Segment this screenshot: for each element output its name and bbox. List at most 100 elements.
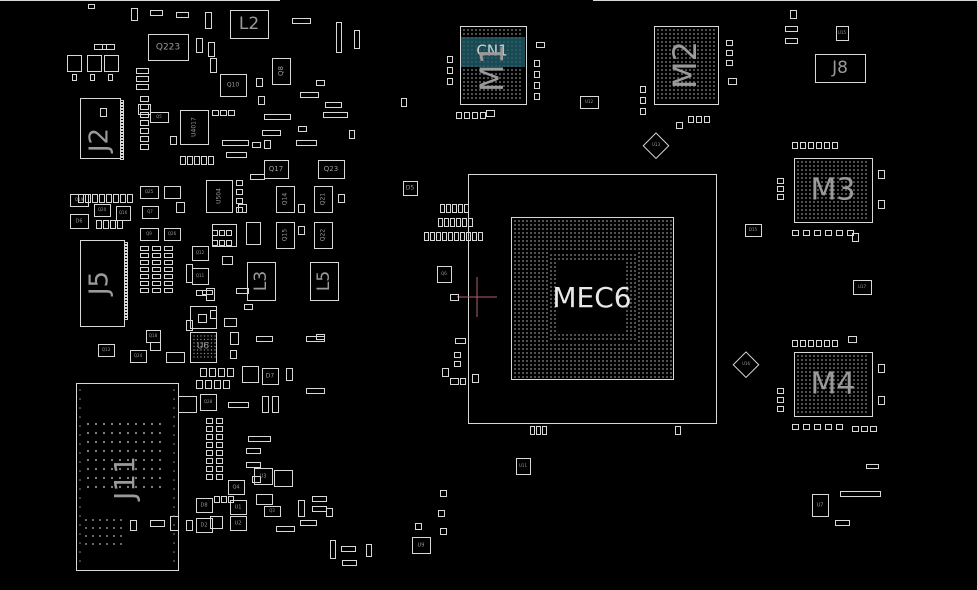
pad-outline (534, 71, 540, 78)
mec6-ball (546, 344, 548, 346)
mec6-ball (646, 292, 648, 294)
j11-pin (99, 519, 101, 521)
mec6-inner-ball (618, 338, 620, 340)
memory-ball (841, 205, 843, 207)
mec6-ball (518, 368, 520, 370)
mec6-ball (546, 272, 548, 274)
mec6-ball (618, 376, 620, 378)
mec6-inner-ball (562, 258, 564, 260)
mec6-inner-ball (598, 338, 600, 340)
memory-ball (801, 395, 803, 397)
mec6-ball (526, 272, 528, 274)
mec6-ball (514, 264, 516, 266)
memory-ball (845, 411, 847, 413)
mec6-ball (662, 240, 664, 242)
j11-pin (110, 476, 114, 480)
memory-ball (499, 97, 501, 99)
memory-ball (829, 359, 831, 361)
memory-ball (713, 77, 715, 79)
memory-ball (689, 85, 691, 87)
mec6-ball (658, 248, 660, 250)
memory-ball (853, 181, 855, 183)
mec6-ball (654, 368, 656, 370)
mec6-ball (566, 220, 568, 222)
pad-outline (415, 523, 422, 530)
j11-pin (102, 431, 106, 435)
mec6-inner-ball (618, 254, 620, 256)
mec6-ball (602, 368, 604, 370)
mec6-ball (598, 220, 600, 222)
mec6-inner-ball (590, 254, 592, 256)
memory-ball (519, 73, 521, 75)
memory-ball (841, 197, 843, 199)
mec6-ball (526, 224, 528, 226)
mec6-ball (618, 236, 620, 238)
memory-ball (673, 97, 675, 99)
memory-ball (825, 379, 827, 381)
mec6-ball (654, 224, 656, 226)
j11-edge-pin (79, 398, 81, 400)
memory-ball (857, 395, 859, 397)
memory-ball (849, 197, 851, 199)
memory-ball (857, 193, 859, 195)
part-outline (98, 344, 115, 357)
memory-ball (837, 379, 839, 381)
pad-outline (78, 194, 84, 203)
j11-edge-pin (173, 533, 175, 535)
pad-outline (187, 156, 193, 165)
mec6-ball (594, 364, 596, 366)
mec6-ball (546, 300, 548, 302)
j11-pin (158, 440, 162, 444)
mec6-ball (642, 368, 644, 370)
memory-ball (463, 73, 465, 75)
memory-ball (709, 45, 711, 47)
memory-ball (797, 371, 799, 373)
mec6-ball (578, 236, 580, 238)
pin (124, 263, 128, 266)
memory-ball (849, 189, 851, 191)
mec6-ball (546, 260, 548, 262)
memory-ball (801, 177, 803, 179)
mec6-ball (610, 344, 612, 346)
mec6-ball (662, 280, 664, 282)
mec6-ball (626, 368, 628, 370)
mec6-ball (534, 232, 536, 234)
mec6-ball (658, 344, 660, 346)
memory-ball (857, 367, 859, 369)
mec6-ball (574, 244, 576, 246)
pad-outline (236, 207, 243, 213)
memory-ball (507, 97, 509, 99)
mec6-ball (538, 232, 540, 234)
memory-ball (857, 217, 859, 219)
mec6-ball (546, 248, 548, 250)
memory-ball (849, 403, 851, 405)
pad-outline (140, 128, 149, 134)
pad-outline (840, 491, 881, 497)
memory-ball (833, 383, 835, 385)
mec6-ball (578, 220, 580, 222)
mec6-ball (542, 220, 544, 222)
mec6-ball (670, 328, 672, 330)
mec6-ball (586, 344, 588, 346)
mec6-inner-ball (634, 266, 636, 268)
mec6-ball (526, 276, 528, 278)
mec6-inner-ball (574, 258, 576, 260)
mec6-label: MEC6 (552, 281, 631, 314)
pad-outline (825, 424, 832, 430)
mec6-ball (670, 292, 672, 294)
memory-ball (491, 73, 493, 75)
memory-ball (697, 29, 699, 31)
mec6-inner-ball (634, 306, 636, 308)
pad-outline (152, 281, 161, 286)
memory-ball (809, 359, 811, 361)
pad-outline (640, 86, 646, 93)
mec6-ball (518, 220, 520, 222)
j11-pin (118, 458, 122, 462)
mec6-ball (562, 248, 564, 250)
mec6-ball (566, 360, 568, 362)
mec6-ball (514, 376, 516, 378)
mec6-ball (514, 224, 516, 226)
mec6-ball (582, 348, 584, 350)
mec6-ball (606, 248, 608, 250)
memory-ball (467, 89, 469, 91)
